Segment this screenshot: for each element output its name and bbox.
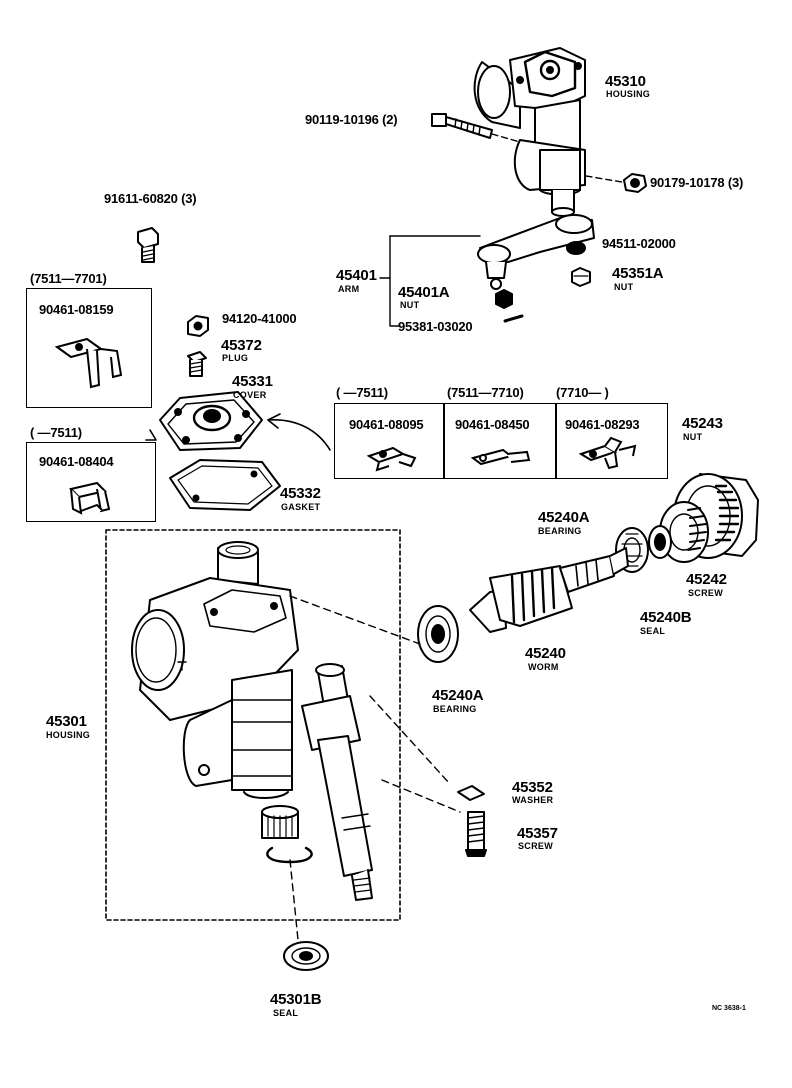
plug-45372-drawing xyxy=(187,351,207,377)
worm-45240-drawing xyxy=(469,547,629,633)
part-45310-name: HOUSING xyxy=(606,89,651,99)
bracket-group-divider-1 xyxy=(443,404,445,478)
cover-45331-drawing xyxy=(145,391,263,451)
small-fasteners-drawing xyxy=(495,241,591,323)
bracket-2-box: 90461-08404 xyxy=(26,442,156,522)
seal-45301B-drawing xyxy=(283,941,329,971)
bracket-group-divider-2 xyxy=(555,404,557,478)
adjusting-screw-45242-drawing xyxy=(659,501,709,563)
sector-shaft-drawing xyxy=(301,663,373,901)
bolt-91611-drawing xyxy=(137,227,159,263)
part-45301-name: HOUSING xyxy=(46,730,91,740)
part-45310-number: 45310 xyxy=(605,73,646,90)
part-45331-number: 45331 xyxy=(232,373,273,390)
bracket-group-box: 90461-08095 90461-08450 90461-08293 xyxy=(334,403,668,479)
adjusting-nut-45243-drawing xyxy=(673,473,759,559)
bracket-5-range: (7710— ) xyxy=(556,385,609,400)
washer-45352-drawing xyxy=(457,785,485,801)
part-45401-number: 45401 xyxy=(336,267,377,284)
upper-housing-drawing xyxy=(473,47,586,217)
part-45401A-number: 45401A xyxy=(398,284,450,301)
part-95381-number: 95381-03020 xyxy=(398,319,473,334)
part-45357-number: 45357 xyxy=(517,825,558,842)
part-45240A-bottom-name: BEARING xyxy=(433,704,477,714)
bracket-1-drawing xyxy=(54,337,123,389)
needle-bearing-drawing xyxy=(261,805,299,839)
pitman-arm-drawing xyxy=(477,214,595,290)
screw-45357-drawing xyxy=(465,811,487,857)
part-45301B-name: SEAL xyxy=(273,1008,299,1018)
part-45351A-number: 45351A xyxy=(612,265,664,282)
part-45357-name: SCREW xyxy=(518,841,553,851)
bracket-3-drawing xyxy=(366,446,417,472)
bracket-1-box: 90461-08159 xyxy=(26,288,152,408)
bolt-90119-drawing xyxy=(431,113,521,143)
nut-94120-drawing xyxy=(187,315,209,337)
part-45351A-name: NUT xyxy=(614,282,634,292)
bracket-2-range: ( —7511) xyxy=(30,425,82,440)
arm-group-leader-lines xyxy=(379,235,481,327)
bracket-2-drawing xyxy=(69,481,111,515)
part-45331-name: COVER xyxy=(233,390,267,400)
bracket-1-range: (7511—7701) xyxy=(30,271,107,286)
part-90179-number: 90179-10178 (3) xyxy=(650,175,744,190)
gasket-45332-drawing xyxy=(169,459,281,511)
main-housing-45301-drawing xyxy=(105,529,401,921)
seal-45240B-drawing xyxy=(648,525,672,559)
part-45332-name: GASKET xyxy=(281,502,321,512)
part-45240-name: WORM xyxy=(528,662,559,672)
bracket-3-range: ( —7511) xyxy=(336,385,388,400)
bracket-3-part: 90461-08095 xyxy=(349,417,424,432)
bracket-5-drawing xyxy=(578,436,637,470)
bracket-4-drawing xyxy=(470,448,531,466)
part-45332-number: 45332 xyxy=(280,485,321,502)
part-45372-number: 45372 xyxy=(221,337,262,354)
bracket-5-part: 90461-08293 xyxy=(565,417,640,432)
part-45242-name: SCREW xyxy=(688,588,723,598)
bracket-arrow xyxy=(267,413,331,451)
part-45243-number: 45243 xyxy=(682,415,723,432)
part-45240A-top-number: 45240A xyxy=(538,509,590,526)
part-91611-number: 91611-60820 (3) xyxy=(104,191,197,206)
bracket-4-range: (7511—7710) xyxy=(447,385,524,400)
bearing-45240A-top-drawing xyxy=(615,527,649,573)
part-45243-name: NUT xyxy=(683,432,703,442)
part-45401A-name: NUT xyxy=(400,300,420,310)
part-94120-number: 94120-41000 xyxy=(222,311,297,326)
part-94511-number: 94511-02000 xyxy=(602,236,676,251)
part-45352-number: 45352 xyxy=(512,779,553,796)
part-45240B-number: 45240B xyxy=(640,609,692,626)
assembly-dashed-lines xyxy=(289,595,461,941)
part-45242-number: 45242 xyxy=(686,571,727,588)
part-45240A-bottom-number: 45240A xyxy=(432,687,484,704)
part-45352-name: WASHER xyxy=(512,795,554,805)
part-90119-number: 90119-10196 (2) xyxy=(305,112,398,127)
part-45240B-name: SEAL xyxy=(640,626,666,636)
drawing-code: NC 3638-1 xyxy=(712,1005,746,1012)
nut-90179-drawing xyxy=(585,173,647,193)
part-45301B-number: 45301B xyxy=(270,991,322,1008)
part-45240A-top-name: BEARING xyxy=(538,526,582,536)
bearing-45240A-bottom-drawing xyxy=(417,605,459,663)
part-45401-name: ARM xyxy=(338,284,360,294)
bracket-2-part: 90461-08404 xyxy=(39,454,114,469)
part-45301-number: 45301 xyxy=(46,713,87,730)
bracket-4-part: 90461-08450 xyxy=(455,417,530,432)
part-45372-name: PLUG xyxy=(222,353,249,363)
bracket-1-part: 90461-08159 xyxy=(39,302,114,317)
part-45240-number: 45240 xyxy=(525,645,566,662)
